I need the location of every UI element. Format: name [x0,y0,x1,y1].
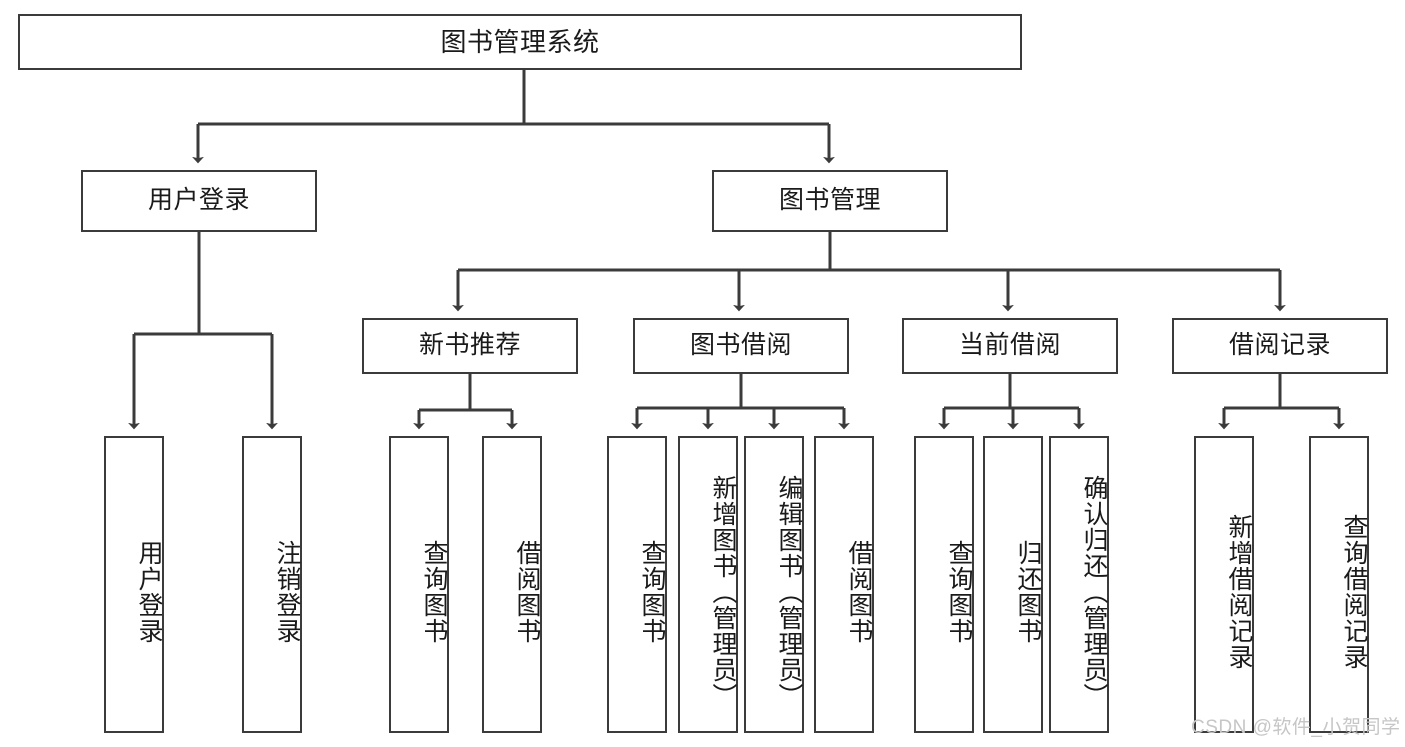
node-leaf-query-book-current-label: 查询图书 [945,539,973,644]
node-root[interactable]: 图书管理系统 [18,14,1022,70]
node-user-login-label: 用户登录 [147,186,250,215]
node-borrow-record[interactable]: 借阅记录 [1172,318,1388,374]
node-leaf-add-book[interactable]: 新增图书（管理员） [678,436,738,733]
node-book-management[interactable]: 图书管理 [712,170,948,232]
node-leaf-user-login[interactable]: 用户登录 [104,436,164,733]
node-leaf-query-borrow-record-label: 查询借阅记录 [1340,513,1368,670]
node-leaf-query-book-recommend[interactable]: 查询图书 [389,436,449,733]
node-leaf-add-borrow-record-label: 新增借阅记录 [1225,513,1253,670]
node-leaf-add-book-label: 新增图书（管理员） [709,474,737,709]
node-leaf-confirm-return[interactable]: 确认归还（管理员） [1049,436,1109,733]
node-leaf-borrow-book-recommend[interactable]: 借阅图书 [482,436,542,733]
node-leaf-query-book-recommend-label: 查询图书 [420,539,448,644]
node-leaf-user-login-label: 用户登录 [135,539,163,644]
node-book-borrow[interactable]: 图书借阅 [633,318,849,374]
node-current-borrow-label: 当前借阅 [958,331,1061,360]
node-leaf-query-borrow-record[interactable]: 查询借阅记录 [1309,436,1369,733]
node-new-book-recommend[interactable]: 新书推荐 [362,318,578,374]
node-leaf-query-book-borrow-label: 查询图书 [638,539,666,644]
node-borrow-record-label: 借阅记录 [1228,331,1331,360]
watermark: CSDN @软件_小贺同学 [1191,717,1401,738]
node-current-borrow[interactable]: 当前借阅 [902,318,1118,374]
node-book-management-label: 图书管理 [778,186,881,215]
node-leaf-query-book-borrow[interactable]: 查询图书 [607,436,667,733]
node-root-label: 图书管理系统 [440,26,600,57]
node-leaf-query-book-current[interactable]: 查询图书 [914,436,974,733]
node-new-book-recommend-label: 新书推荐 [418,331,521,360]
node-leaf-logout-label: 注销登录 [273,539,301,644]
node-book-borrow-label: 图书借阅 [689,331,792,360]
node-leaf-logout[interactable]: 注销登录 [242,436,302,733]
node-leaf-edit-book[interactable]: 编辑图书（管理员） [744,436,804,733]
node-leaf-borrow-book-recommend-label: 借阅图书 [513,539,541,644]
node-leaf-borrow-book-label: 借阅图书 [845,539,873,644]
node-leaf-borrow-book[interactable]: 借阅图书 [814,436,874,733]
node-user-login[interactable]: 用户登录 [81,170,317,232]
node-leaf-confirm-return-label: 确认归还（管理员） [1080,474,1108,709]
node-leaf-edit-book-label: 编辑图书（管理员） [775,474,803,709]
node-leaf-add-borrow-record[interactable]: 新增借阅记录 [1194,436,1254,733]
node-leaf-return-book-label: 归还图书 [1014,539,1042,644]
node-leaf-return-book[interactable]: 归还图书 [983,436,1043,733]
